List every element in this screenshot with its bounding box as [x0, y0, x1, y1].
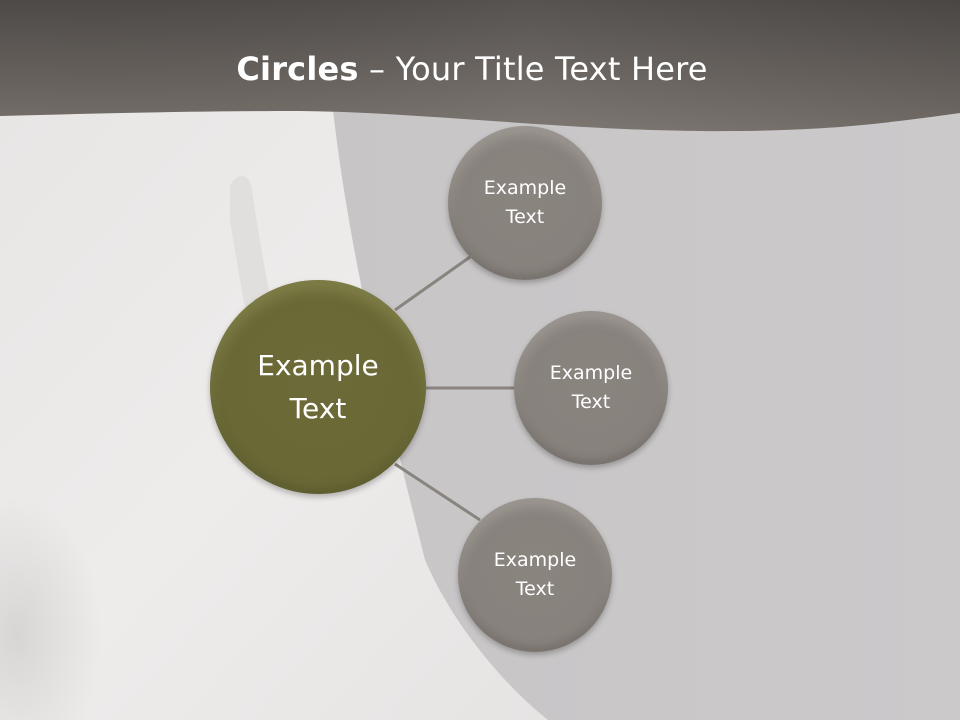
connector-top [394, 255, 471, 312]
node-circle-bottom[interactable]: Example Text [458, 498, 612, 652]
node-circle-top[interactable]: Example Text [448, 126, 602, 280]
center-circle[interactable]: Example Text [210, 280, 426, 494]
center-circle-line2: Text [289, 392, 347, 425]
node-top-line2: Text [505, 206, 545, 228]
connector-lines [394, 255, 514, 522]
slide-title[interactable]: Circles – Your Title Text Here [0, 50, 944, 88]
node-bottom-line1: Example [493, 548, 577, 571]
title-rest: – Your Title Text Here [358, 50, 708, 88]
title-bold: Circles [236, 50, 359, 88]
connector-bottom [394, 462, 481, 522]
node-middle-line2: Text [571, 391, 611, 413]
center-circle-line1: Example [257, 348, 379, 382]
node-middle-line1: Example [549, 361, 633, 384]
node-top-line1: Example [483, 176, 567, 199]
node-circle-middle[interactable]: Example Text [514, 311, 668, 465]
node-bottom-line2: Text [515, 578, 555, 600]
